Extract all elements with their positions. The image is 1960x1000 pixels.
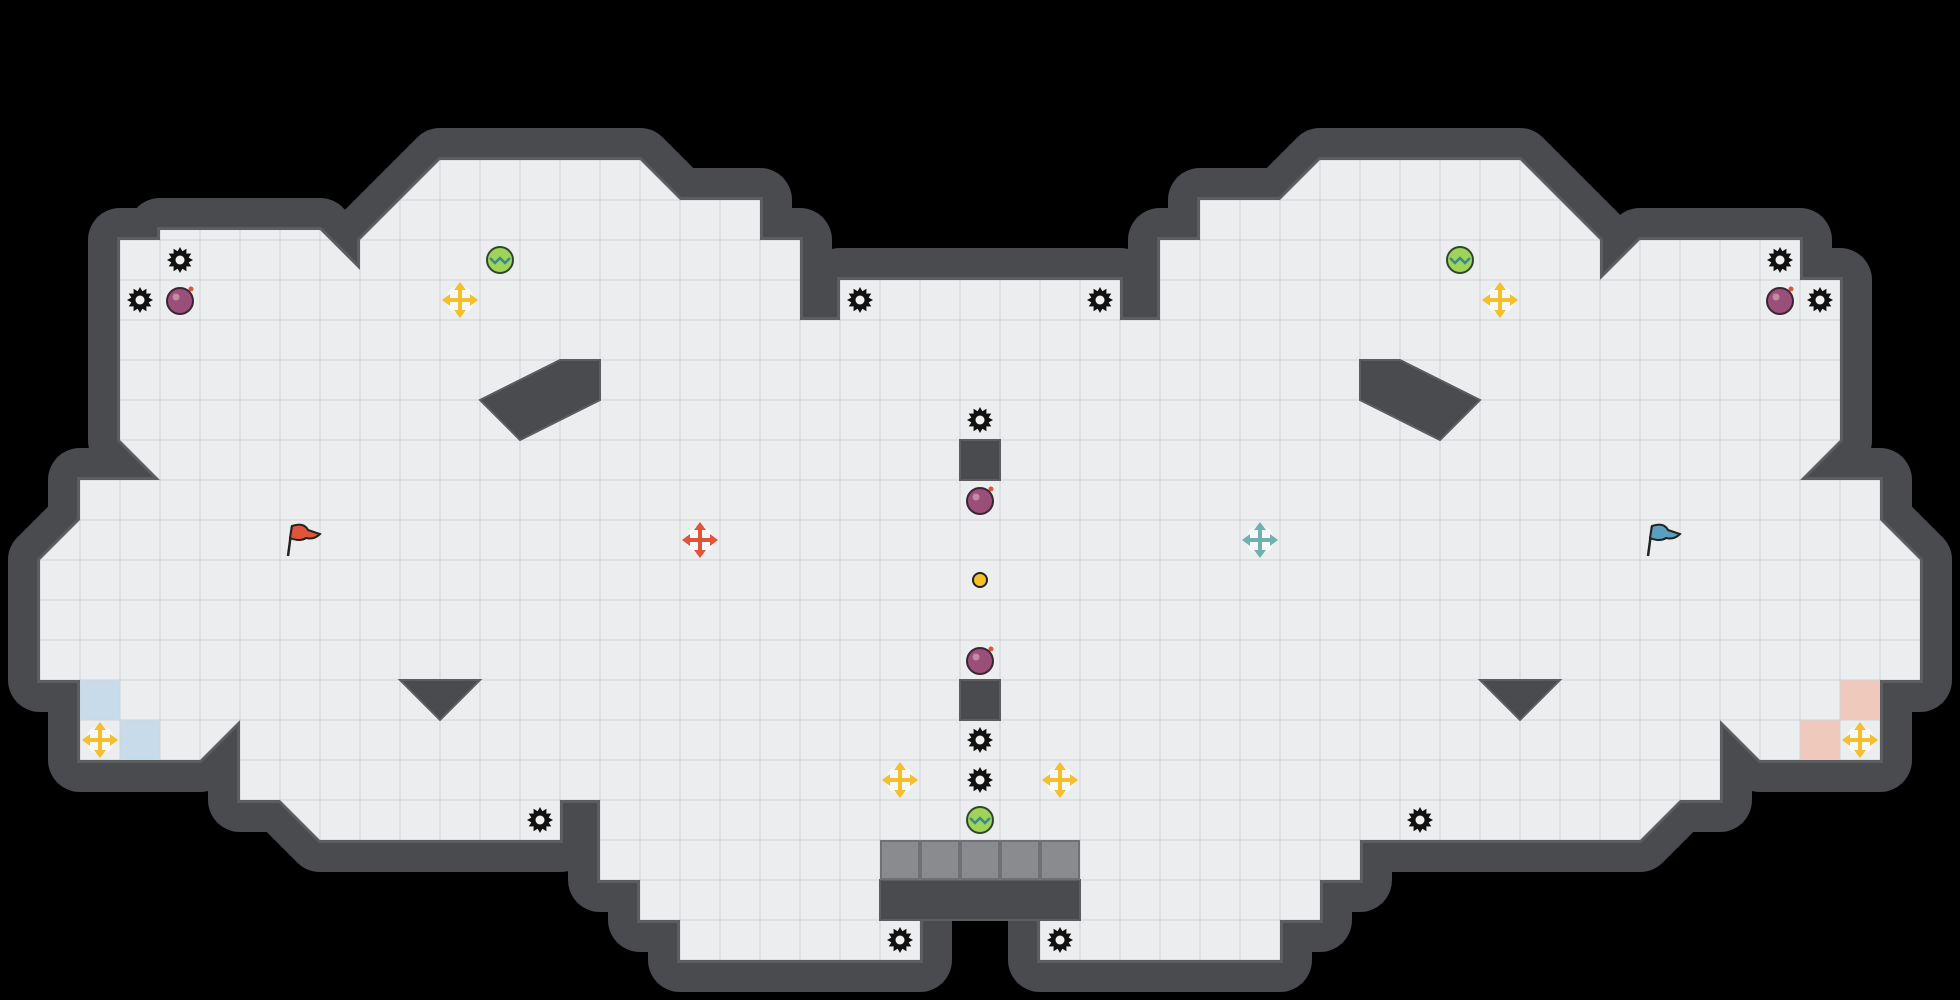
spike-icon (1767, 247, 1793, 273)
yellow-boost-icon (1042, 762, 1078, 798)
red-endzone-tile (1800, 720, 1840, 760)
spike-icon (1087, 287, 1113, 313)
blue-endzone-tile (80, 680, 120, 720)
powerup-icon (966, 806, 994, 834)
red-boost-icon (682, 522, 718, 558)
yellow-boost-icon (882, 762, 918, 798)
yellow-boost-icon (1482, 282, 1518, 318)
wall-block (397, 679, 483, 722)
powerup-icon (486, 246, 514, 274)
yellow-boost-icon (1842, 722, 1878, 758)
yellow-boost-icon (442, 282, 478, 318)
spike-icon (967, 767, 993, 793)
wall-block (1359, 359, 1482, 442)
gate-tile[interactable] (880, 840, 920, 880)
wall-block (1477, 679, 1563, 722)
yellow-boost-icon (82, 722, 118, 758)
gate-tile[interactable] (1040, 840, 1080, 880)
gate-tile[interactable] (960, 840, 1000, 880)
blue-boost-icon (1242, 522, 1278, 558)
spike-icon (127, 287, 153, 313)
wall-block (959, 439, 1001, 481)
bomb-icon (966, 646, 994, 675)
spike-icon (1047, 927, 1073, 953)
gate-tile[interactable] (920, 840, 960, 880)
spike-icon (167, 247, 193, 273)
wall-block (959, 679, 1001, 721)
spike-icon (847, 287, 873, 313)
blue-endzone-tile (120, 720, 160, 760)
spike-icon (967, 407, 993, 433)
red-flag-icon[interactable] (286, 523, 322, 557)
spike-icon (527, 807, 553, 833)
spike-icon (1807, 287, 1833, 313)
powerup-icon (1446, 246, 1474, 274)
gate-tile[interactable] (1000, 840, 1040, 880)
bomb-icon (1766, 286, 1794, 315)
blue-flag-icon[interactable] (1646, 523, 1682, 557)
ball-icon[interactable] (972, 572, 988, 588)
bomb-icon (166, 286, 194, 315)
spike-icon (887, 927, 913, 953)
wall-block (478, 359, 601, 442)
wall-block (879, 879, 1081, 921)
bomb-icon (966, 486, 994, 515)
spike-icon (1407, 807, 1433, 833)
center-pit (960, 920, 1000, 1000)
spike-icon (967, 727, 993, 753)
red-endzone-tile (1840, 680, 1880, 720)
